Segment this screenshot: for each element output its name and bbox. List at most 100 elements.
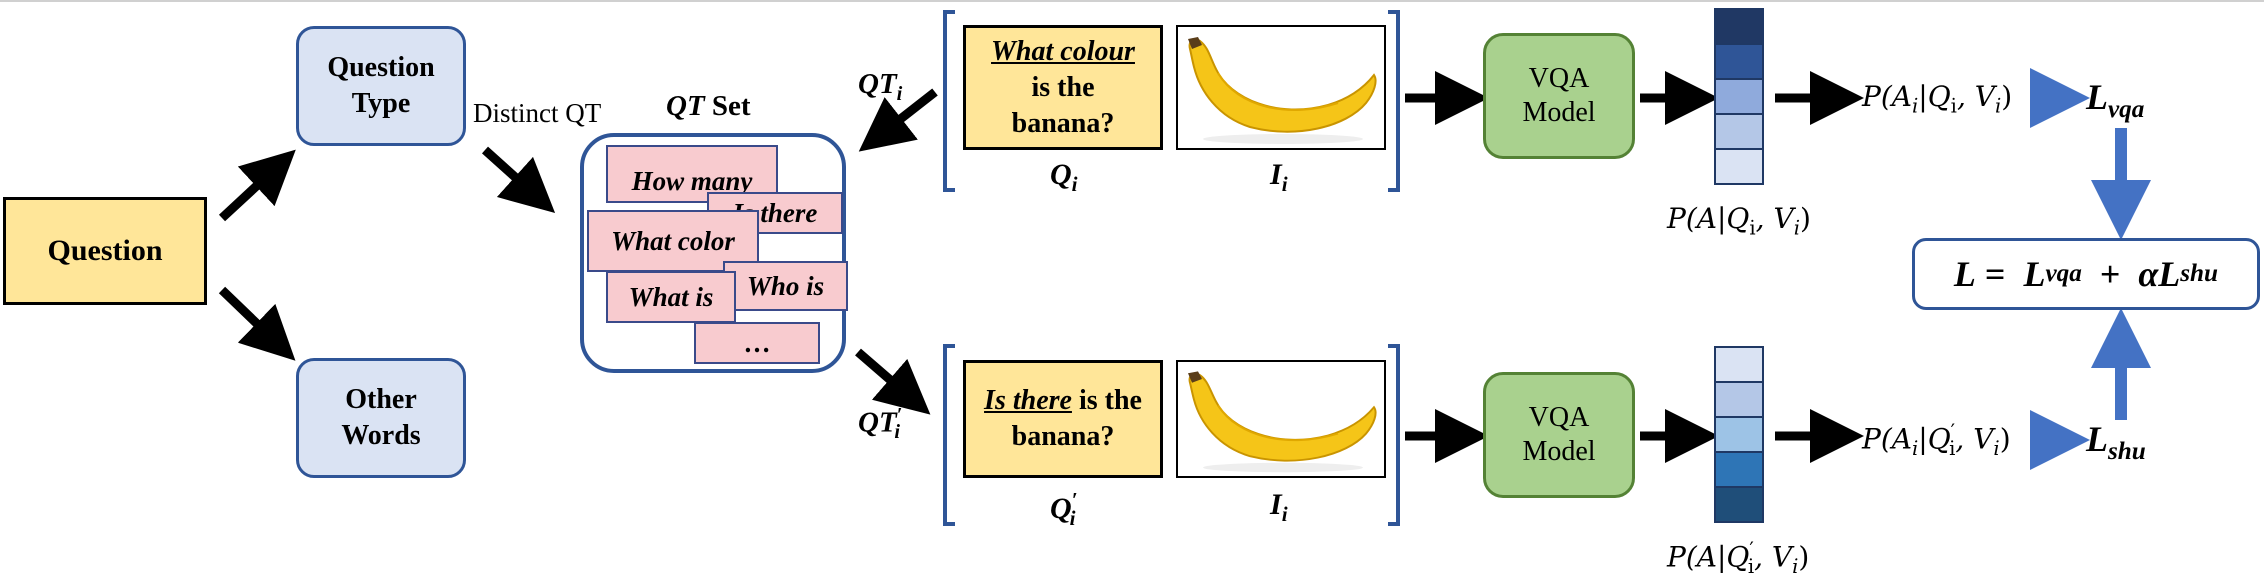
other-words-line2: Words [341,420,421,451]
top-i-label: Ii [1270,158,1288,197]
loss-vqa-sub: vqa [2108,96,2145,124]
bottom-question-line2: banana? [1011,421,1115,452]
bottom-prob-label: P(Ai|Q′i, Vi) [1862,420,2011,460]
top-dist-label-a: P(A|Q [1667,202,1750,235]
top-q-label-sub: i [1071,172,1078,196]
total-loss-t2: L [2158,254,2181,294]
bottom-dist-label-a: P(A|Q [1667,540,1750,574]
top-vqa-model: VQA Model [1483,33,1635,159]
bottom-prob-end-sub: i [1993,436,2000,460]
top-prob-mid: |Q [1918,80,1951,113]
top-vqa-model-line2: Model [1522,97,1596,128]
top-edge-label-sub: i [896,82,903,105]
question-type-line2: Type [351,88,411,119]
top-vqa-model-line1: VQA [1528,63,1590,94]
banana-icon [1188,37,1377,144]
bottom-vqa-model: VQA Model [1483,372,1635,498]
bottom-dist-label-end-sub: i [1792,554,1799,578]
bracket-bottom-left [943,344,955,526]
qt-set-item-ellipsis: … [694,322,820,364]
loss-shu-sub: shu [2108,438,2146,466]
top-question-underlined: What colour [991,35,1135,67]
top-dist-label-end-sub: i [1793,216,1800,240]
bottom-edge-label: QT′i [858,404,903,444]
bottom-edge-label-text: QT [858,406,897,439]
top-edge-label-text: QT [858,68,897,100]
top-prob-end: , V [1956,80,1995,113]
qt-set-title: QT Set [666,90,751,123]
loss-vqa-label: Lvqa [2086,76,2144,124]
bottom-question-rest: is the [1071,385,1142,416]
bottom-dist-label-close: ) [1798,540,1810,574]
top-bar-cell [1714,43,1764,80]
top-prob-mid-sub: i [1950,94,1957,118]
bracket-top-left [943,10,955,192]
top-rule [0,0,2264,2]
qt-set-title-italic: QT [666,90,705,122]
top-banana-image [1176,25,1386,150]
bottom-prob-a-sub: i [1911,436,1919,460]
bottom-vqa-model-line1: VQA [1528,402,1590,433]
loss-shu-text: L [2086,419,2108,459]
bottom-dist-label-b: , V [1754,540,1793,574]
bottom-edge-label-prime: ′ [896,404,903,426]
banana-icon [1188,371,1377,473]
top-question-line3: banana? [1011,107,1115,139]
top-bar-cell [1714,8,1764,45]
bottom-i-label-text: I [1270,488,1282,521]
top-dist-label: P(A|Qi, Vi) [1667,202,1811,240]
bottom-question-box: Is there is the banana? [963,360,1163,478]
total-loss-alpha: α [2138,254,2159,294]
bracket-bottom-right [1388,344,1400,526]
bottom-prob-mid: |Q [1918,422,1951,456]
question-type-node: Question Type [296,26,466,146]
bracket-top-right [1388,10,1400,192]
bottom-prob-end: , V [1955,422,1994,456]
bottom-q-label-text: Q [1050,492,1072,525]
bottom-question-line1: Is there is the [984,383,1142,419]
top-bar-cell [1714,78,1764,115]
qt-set-title-rest: Set [704,90,751,122]
total-loss-t1-sub: vqa [2045,260,2082,287]
arrow-top-to-set [858,88,938,152]
top-dist-label-close: ) [1799,202,1811,235]
bottom-prob-mid-sub: i [1949,436,1956,460]
top-i-label-text: I [1270,158,1282,191]
arrow-question-to-type [218,149,296,222]
top-prob-a: P(A [1862,80,1912,113]
arrow-question-to-other [218,286,296,361]
bottom-q-label-prime: ′ [1071,488,1078,512]
total-loss-t1: L [2023,254,2046,294]
bottom-bar-cell [1714,451,1764,488]
question-node: Question [3,197,207,305]
bottom-dist-label-prime: ′ [1749,538,1754,561]
bottom-edge-label-sub: i [894,421,901,444]
top-prob-a-sub: i [1911,94,1919,118]
bottom-prob-prime: ′ [1950,420,1956,443]
top-q-label-text: Q [1050,158,1072,191]
top-prob-end-sub: i [1994,94,2002,118]
bottom-i-label: Ii [1270,488,1288,527]
bottom-bar-cell [1714,381,1764,418]
total-loss-lhs: L [1953,254,1976,294]
total-loss-eq: = [1975,254,2024,294]
bottom-bar-cell [1714,486,1764,523]
loss-shu-label: Lshu [2086,418,2146,466]
top-dist-label-sub: i [1749,216,1756,240]
qt-set-item-is-there: Is there [707,192,843,234]
bottom-i-label-sub: i [1281,502,1288,526]
bottom-bar-cell [1714,416,1764,453]
bottom-bar-cell [1714,346,1764,383]
question-type-line1: Question [327,52,435,83]
total-loss-plus: + [2081,254,2139,294]
arrow-set-to-bottom [855,348,931,415]
arrow-distinct-to-set [481,146,556,214]
top-q-label: Qi [1050,158,1078,197]
bottom-distribution-bar [1714,346,1764,526]
top-bar-cell [1714,148,1764,185]
bottom-q-label-sub: i [1069,506,1076,530]
top-i-label-sub: i [1281,172,1288,196]
bottom-banana-image [1176,360,1386,478]
